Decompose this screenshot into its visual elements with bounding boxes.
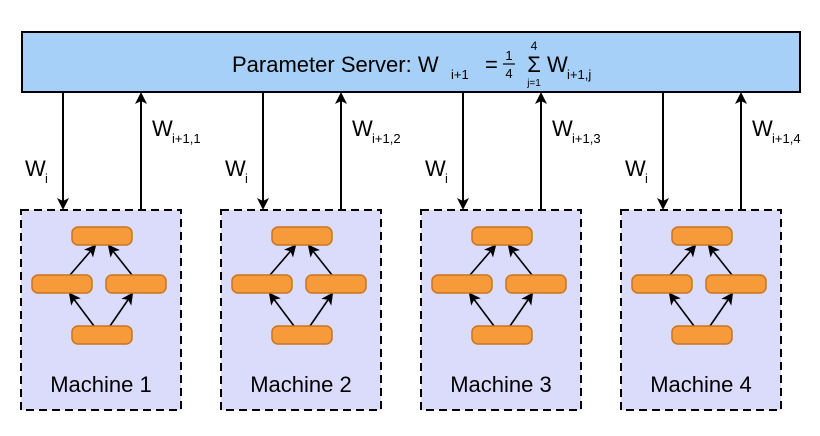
network-edge [69,244,97,276]
machine-label: Machine 1 [50,372,152,397]
network-edge [109,292,134,327]
upload-weight-label: Wi+1,2 [352,116,401,146]
sum-symbol: Σ [527,52,541,77]
equals-sign: = [485,52,498,77]
fraction-numerator: 1 [505,48,512,63]
sum-upper-limit: 4 [531,39,538,53]
upload-weight-label: Wi+1,1 [152,116,201,146]
network-node [305,274,367,294]
network-node [505,274,567,294]
network-edge [507,244,533,276]
parameter-server-formula: Parameter Server: W i+1 = [232,52,498,82]
network-node [271,226,333,246]
upload-weight-label: Wi+1,3 [552,116,601,146]
network-edge [509,292,534,327]
network-edge [669,244,697,276]
network-edge [107,244,133,276]
network-edge [269,244,297,276]
machine-label: Machine 4 [650,372,752,397]
sum-term: Wi+1,j [547,52,591,82]
network-edge [668,292,695,327]
network-edge [309,292,334,327]
network-edge [707,244,733,276]
machine-label: Machine 2 [250,372,352,397]
network-node [31,274,93,294]
download-weight-label: Wi [225,156,248,186]
network-node [271,325,333,345]
server-subscript: i+1 [451,67,469,82]
network-edge [468,292,495,327]
network-node [431,274,493,294]
sum-lower-limit: j=1 [526,78,541,89]
download-weight-label: Wi [25,156,48,186]
fraction-denominator: 4 [505,66,512,81]
network-node [631,274,693,294]
network-node [105,274,167,294]
network-node [231,274,293,294]
network-node [471,325,533,345]
upload-weight-label: Wi+1,4 [752,116,801,146]
network-node [471,226,533,246]
network-node [71,226,133,246]
download-weight-label: Wi [425,156,448,186]
network-edge [68,292,95,327]
network-node [71,325,133,345]
network-node [671,226,733,246]
network-node [705,274,767,294]
parameter-server-box [21,31,801,93]
network-edge [268,292,295,327]
server-title: Parameter Server: W [232,52,439,77]
network-edge [709,292,734,327]
network-edge [307,244,333,276]
download-weight-label: Wi [625,156,648,186]
machine-label: Machine 3 [450,372,552,397]
network-node [671,325,733,345]
network-edge [469,244,497,276]
